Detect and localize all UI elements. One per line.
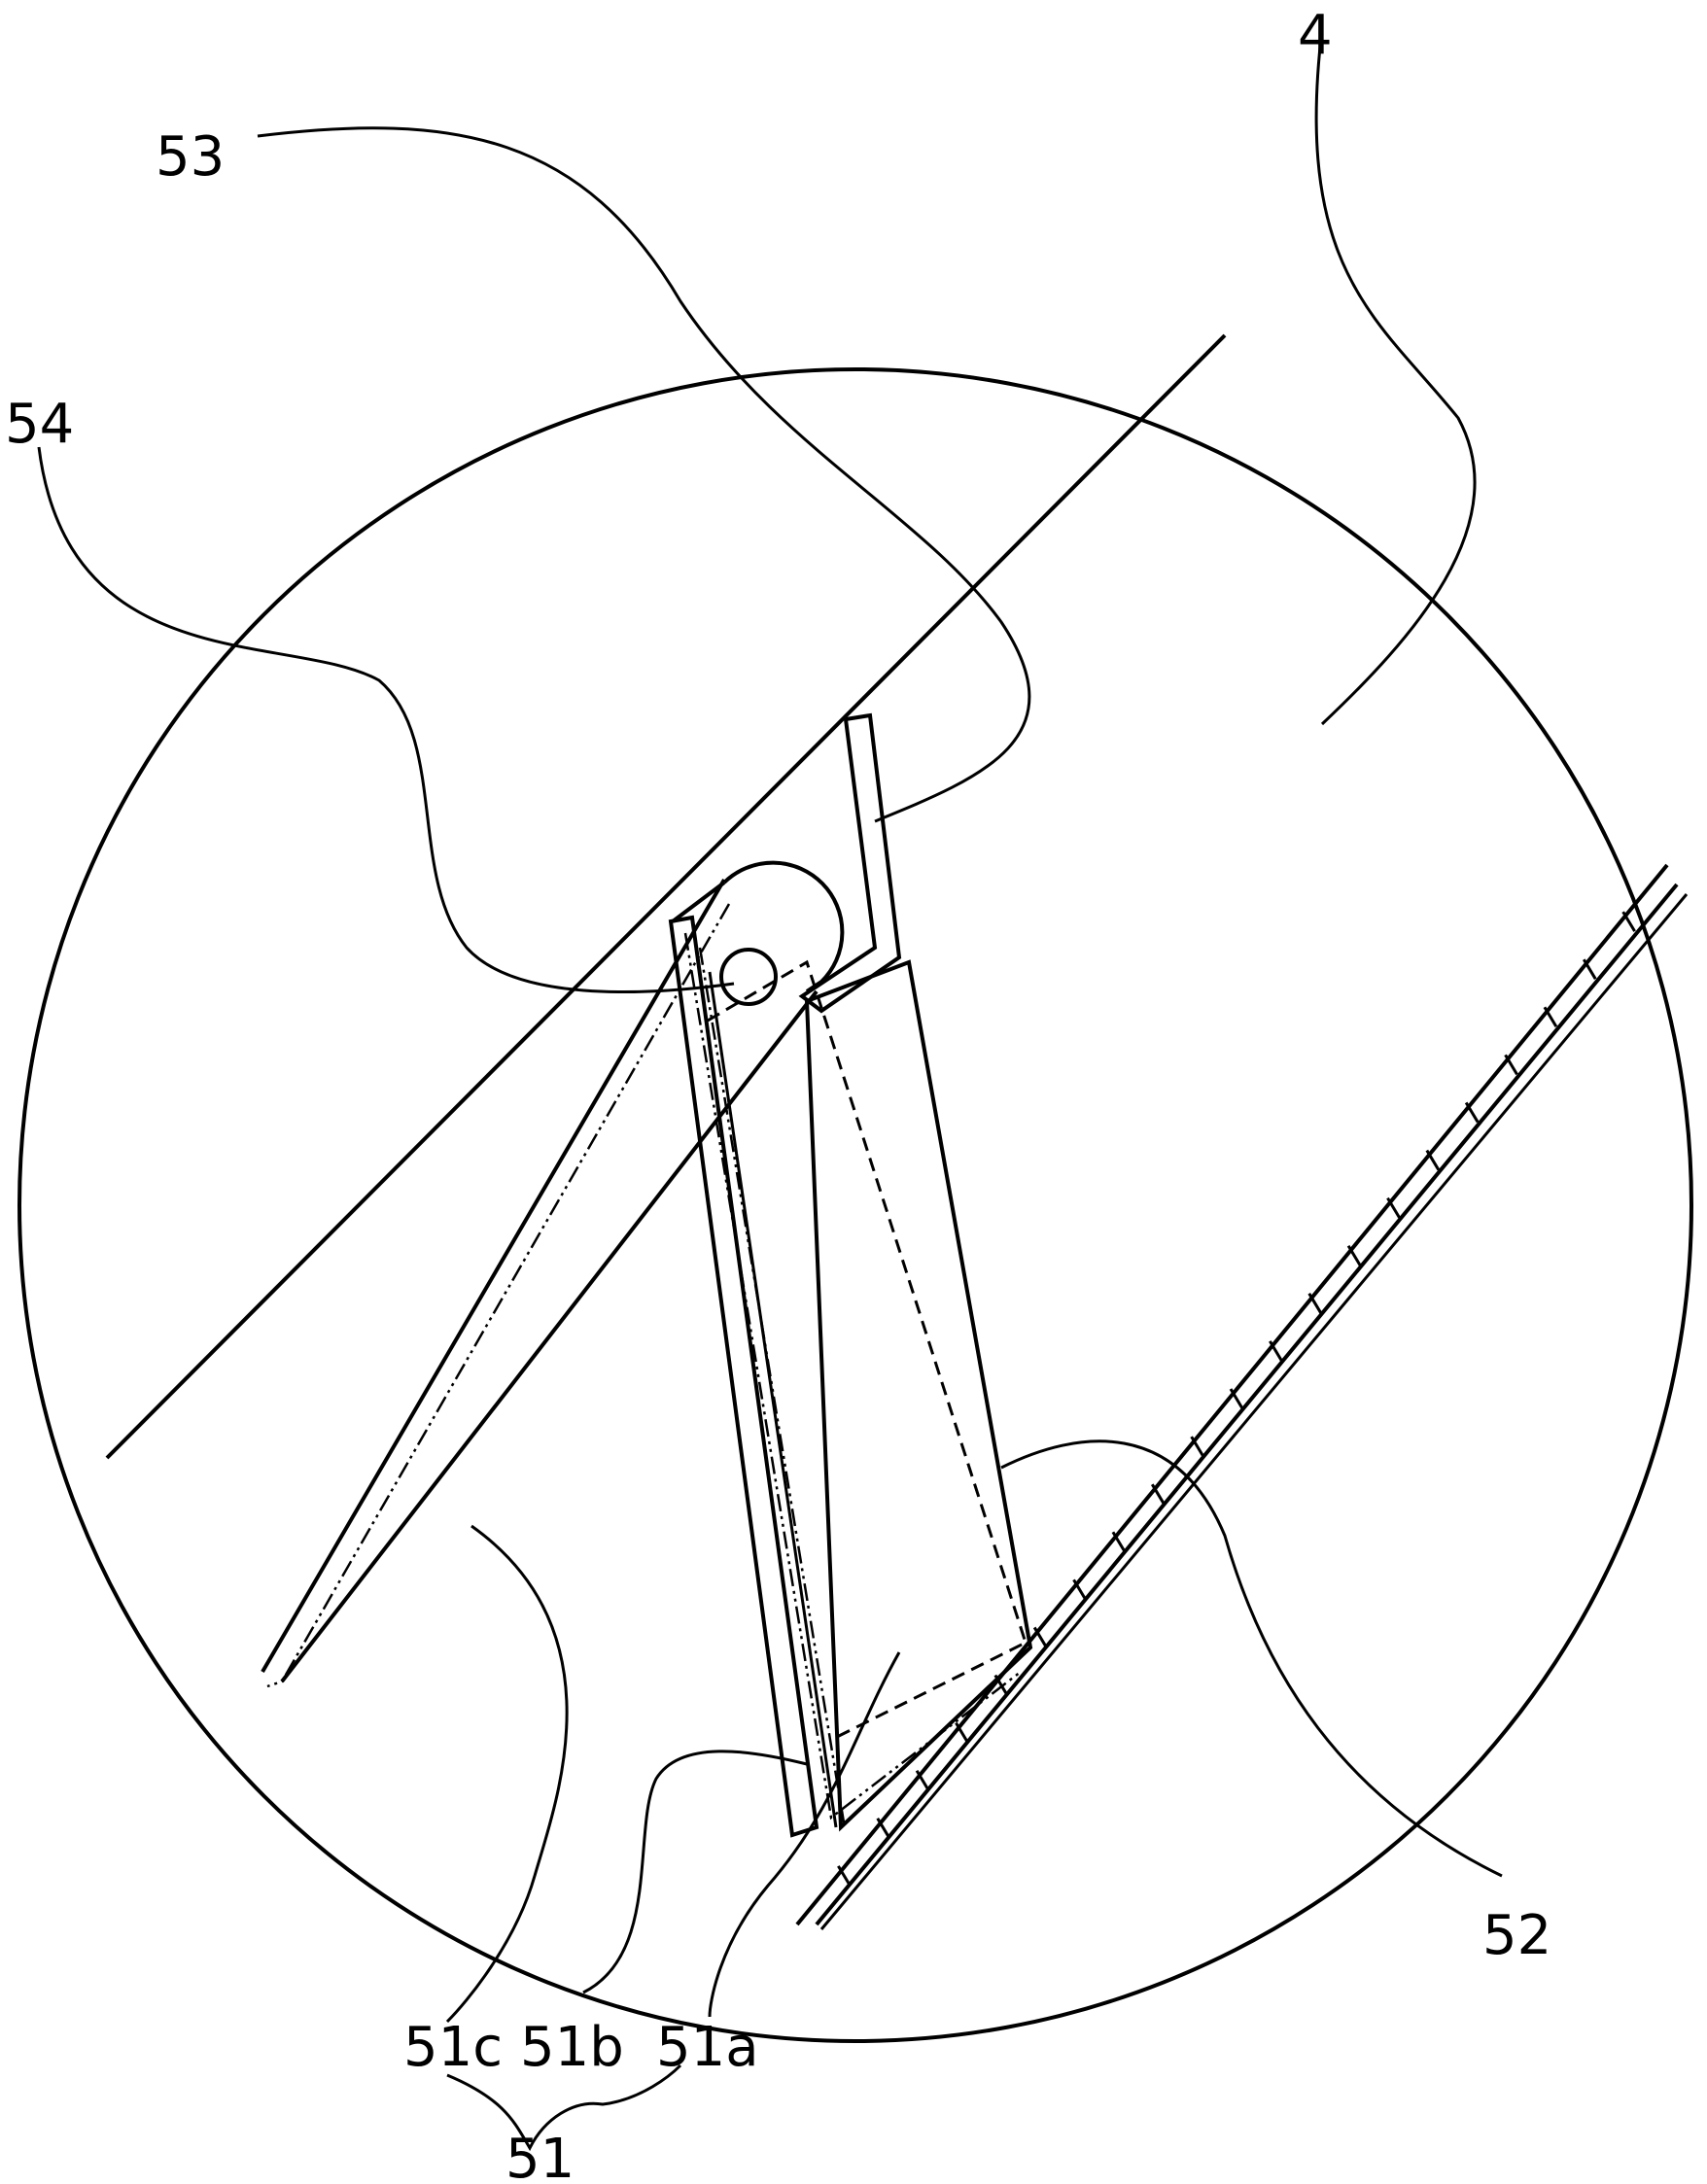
leader-51c: [445, 1524, 569, 2024]
leader-4: [1314, 28, 1477, 726]
label-51a: 51a: [656, 2016, 759, 2079]
hatch-tick: [1621, 911, 1636, 932]
label-52: 52: [1482, 1904, 1551, 1967]
hatch-tick: [1307, 1293, 1323, 1314]
flap-51b: [668, 915, 819, 1838]
hatch-tick: [1269, 1340, 1283, 1362]
label-54: 54: [5, 393, 74, 456]
hatch-tick: [955, 1721, 969, 1744]
hatch-tick: [1582, 958, 1597, 980]
hatch-tick: [1464, 1101, 1480, 1124]
pivot-pin-54: [719, 948, 778, 1006]
label-53: 53: [156, 125, 225, 189]
swing-outer-edge: [261, 878, 726, 1674]
hatch-tick: [1543, 1006, 1558, 1028]
leader-51b: [582, 1750, 808, 1994]
label-51b: 51b: [520, 2016, 624, 2079]
hinge-block: [722, 860, 845, 993]
bracket-53: [798, 712, 902, 1014]
flap-front-plate: [804, 959, 1033, 1832]
leader-54: [37, 446, 735, 993]
hatch-tick: [1386, 1196, 1401, 1219]
flap-hidden-outline: [707, 959, 1028, 1742]
hatch-tick: [1229, 1388, 1244, 1409]
hatch-tick: [1032, 1626, 1048, 1648]
hatch-tick: [876, 1818, 891, 1839]
flap-inner-edge: [708, 971, 838, 1828]
hatch-tick: [1346, 1244, 1362, 1266]
flap-alternate-position: [683, 932, 1022, 1820]
upper-wall-line: [105, 333, 1227, 1460]
lower-hatched-wall: [795, 863, 1689, 1930]
label-4: 4: [1298, 4, 1333, 67]
swing-edge-line: [280, 989, 819, 1683]
hatch-tick: [1072, 1578, 1087, 1601]
swing-position-51c: [266, 903, 731, 1688]
wall-hatching: [837, 911, 1636, 1887]
hatch-tick: [1425, 1149, 1441, 1171]
brace-51: [446, 2063, 682, 2152]
label-51: 51: [505, 2128, 575, 2184]
label-51c: 51c: [403, 2016, 503, 2079]
hatch-tick: [1150, 1483, 1166, 1505]
hatch-tick: [915, 1769, 930, 1791]
hatch-tick: [1504, 1054, 1518, 1076]
hatch-tick: [1190, 1436, 1204, 1457]
leader-53: [257, 126, 1031, 823]
leader-52: [1000, 1439, 1503, 1878]
hatch-tick: [837, 1865, 852, 1887]
hinge-top-edge: [671, 881, 726, 923]
detail-view-circle: [17, 367, 1693, 2043]
leader-51a: [708, 1651, 901, 2018]
hatch-tick: [1111, 1531, 1127, 1553]
